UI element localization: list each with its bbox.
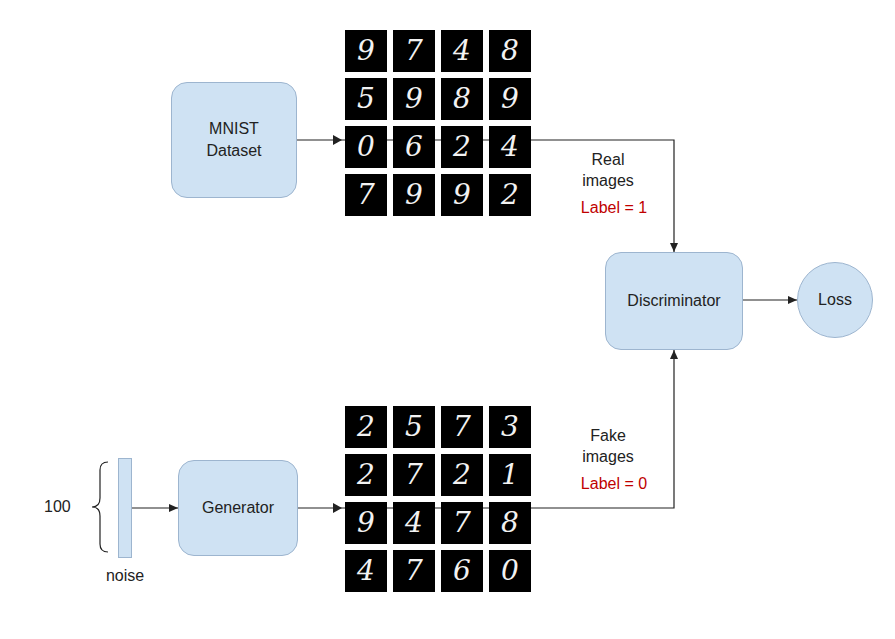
size-bracket	[92, 462, 108, 552]
digit-glyph: 5	[405, 413, 423, 441]
digit-tile: 8	[489, 30, 531, 72]
digit-tile: 2	[489, 174, 531, 216]
digit-tile: 9	[345, 502, 387, 544]
dataset-box: MNIST Dataset	[171, 82, 297, 198]
edge-label: Real images	[568, 150, 648, 192]
digit-tile: 2	[441, 126, 483, 168]
digit-tile: 5	[345, 78, 387, 120]
node-label: Discriminator	[627, 290, 720, 312]
digit-tile: 5	[393, 406, 435, 448]
grid-arrowhead	[333, 135, 342, 145]
digit-glyph: 8	[501, 37, 519, 65]
digit-tile: 7	[345, 174, 387, 216]
digit-glyph: 9	[405, 181, 423, 209]
digit-glyph: 5	[357, 85, 375, 113]
digit-tile: 7	[393, 454, 435, 496]
class-label: Label = 1	[566, 198, 662, 219]
connector-arrow	[298, 350, 674, 508]
digit-glyph: 9	[453, 181, 471, 209]
digit-tile: 2	[441, 454, 483, 496]
digit-glyph: 4	[501, 133, 519, 161]
digit-tile: 7	[393, 550, 435, 592]
digit-tile: 9	[489, 78, 531, 120]
node-label: MNIST Dataset	[183, 118, 285, 161]
dimension-label: 100	[44, 497, 71, 518]
digit-glyph: 4	[357, 557, 375, 585]
digit-tile: 8	[489, 502, 531, 544]
digit-glyph: 7	[357, 181, 375, 209]
digit-glyph: 9	[357, 37, 375, 65]
digit-tile: 6	[393, 126, 435, 168]
digit-glyph: 7	[453, 509, 471, 537]
generator-box: Generator	[178, 460, 298, 556]
digit-glyph: 0	[501, 557, 519, 585]
digit-glyph: 0	[357, 133, 375, 161]
digit-tile: 7	[393, 30, 435, 72]
digit-glyph: 7	[453, 413, 471, 441]
digit-glyph: 8	[501, 509, 519, 537]
digit-glyph: 7	[405, 37, 423, 65]
digit-tile: 7	[441, 406, 483, 448]
digit-glyph: 9	[405, 85, 423, 113]
digit-tile: 4	[345, 550, 387, 592]
digit-glyph: 2	[501, 181, 519, 209]
digit-glyph: 1	[501, 461, 519, 489]
digit-glyph: 9	[357, 509, 375, 537]
node-label: Loss	[818, 289, 852, 311]
digit-glyph: 2	[357, 461, 375, 489]
digit-tile: 2	[345, 406, 387, 448]
loss-circle: Loss	[797, 262, 873, 338]
digit-glyph: 7	[405, 557, 423, 585]
digit-glyph: 2	[453, 461, 471, 489]
class-label: Label = 0	[566, 474, 662, 495]
digit-tile: 0	[489, 550, 531, 592]
noise-vector: noise	[118, 458, 132, 558]
connector-arrow	[743, 299, 797, 300]
digit-glyph: 4	[405, 509, 423, 537]
digit-tile: 4	[441, 30, 483, 72]
digit-glyph: 2	[453, 133, 471, 161]
digit-tile: 9	[393, 78, 435, 120]
digit-tile: 3	[489, 406, 531, 448]
digit-tile: 0	[345, 126, 387, 168]
digit-glyph: 6	[453, 557, 471, 585]
digit-glyph: 6	[405, 133, 423, 161]
digit-tile: 9	[345, 30, 387, 72]
digit-tile: 9	[393, 174, 435, 216]
digit-tile: 6	[441, 550, 483, 592]
digit-glyph: 3	[501, 413, 519, 441]
digit-tile: 1	[489, 454, 531, 496]
discriminator-box: Discriminator	[605, 252, 743, 350]
node-caption: noise	[106, 565, 144, 587]
digit-glyph: 7	[405, 461, 423, 489]
digit-tile: 9	[441, 174, 483, 216]
digit-tile: 4	[489, 126, 531, 168]
digit-tile: 7	[441, 502, 483, 544]
grid-arrowhead	[333, 503, 342, 513]
digit-tile: 8	[441, 78, 483, 120]
digit-glyph: 2	[357, 413, 375, 441]
digit-glyph: 4	[453, 37, 471, 65]
connector-arrow	[132, 507, 178, 508]
digit-tile: 4	[393, 502, 435, 544]
digit-glyph: 9	[501, 85, 519, 113]
digit-glyph: 8	[453, 85, 471, 113]
edge-label: Fake images	[568, 426, 648, 468]
node-label: Generator	[202, 497, 274, 519]
digit-tile: 2	[345, 454, 387, 496]
